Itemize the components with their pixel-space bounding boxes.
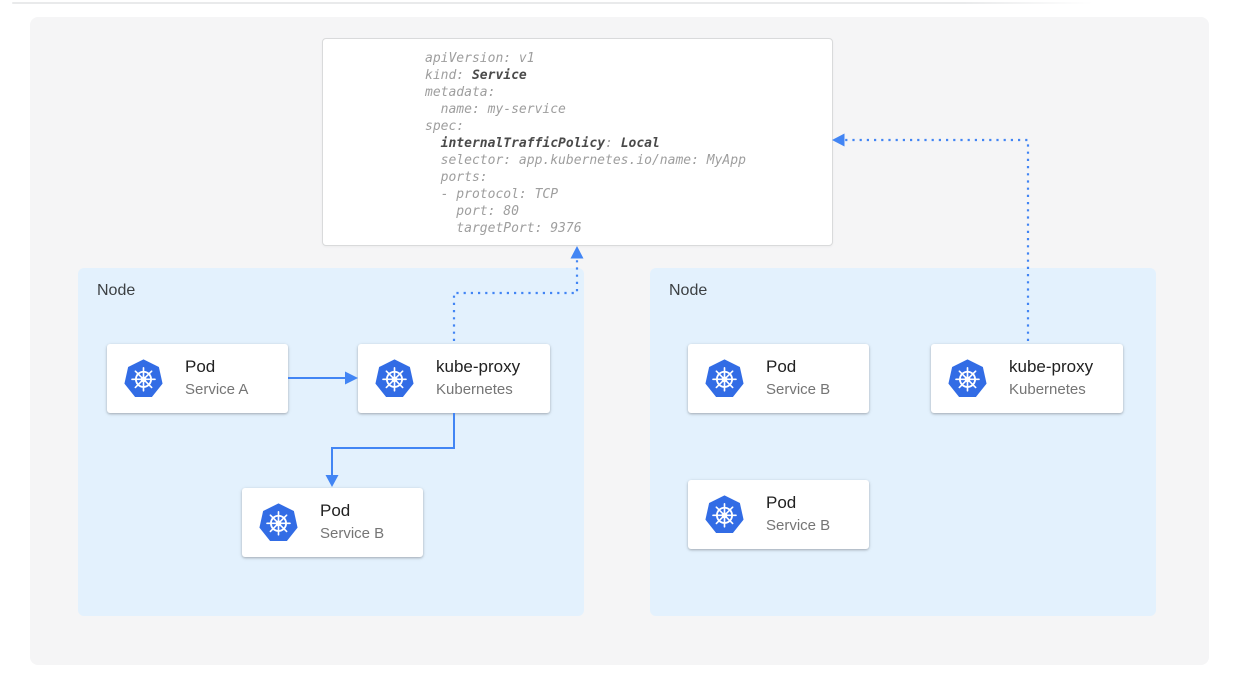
kubernetes-icon — [258, 502, 299, 543]
node-label: Node — [669, 282, 708, 299]
card-subtitle: Service B — [766, 517, 831, 534]
card-title: kube-proxy — [1009, 357, 1094, 376]
card-subtitle: Kubernetes — [436, 381, 513, 398]
kubernetes-icon — [704, 494, 745, 535]
card-pod-service-b-left: Pod Service B — [242, 488, 423, 557]
kubernetes-icon — [374, 358, 415, 399]
node-box-right: Node — [650, 268, 1156, 616]
kubernetes-icon — [704, 358, 745, 399]
top-divider — [12, 2, 1093, 4]
kubernetes-icon — [947, 358, 988, 399]
card-subtitle: Service B — [320, 525, 385, 542]
card-subtitle: Service B — [766, 381, 831, 398]
card-title: Pod — [766, 357, 797, 376]
card-subtitle: Kubernetes — [1009, 381, 1086, 398]
card-pod-service-b-right-top: Pod Service B — [688, 344, 869, 413]
card-kube-proxy-left: kube-proxy Kubernetes — [358, 344, 550, 413]
node-box-left: Node — [78, 268, 584, 616]
kubernetes-icon — [123, 358, 164, 399]
card-title: Pod — [766, 493, 797, 512]
card-kube-proxy-right: kube-proxy Kubernetes — [931, 344, 1123, 413]
card-title: Pod — [185, 357, 216, 376]
node-label: Node — [97, 282, 136, 299]
card-title: Pod — [320, 501, 351, 520]
card-title: kube-proxy — [436, 357, 521, 376]
card-subtitle: Service A — [185, 381, 249, 398]
card-pod-service-b-right-bottom: Pod Service B — [688, 480, 869, 549]
card-pod-service-a: Pod Service A — [107, 344, 288, 413]
